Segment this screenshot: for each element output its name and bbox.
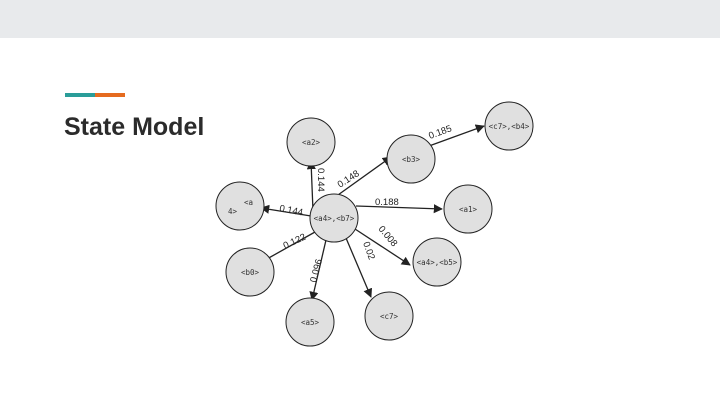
top-bar <box>0 0 720 38</box>
node-label-b0: <b0> <box>241 268 260 277</box>
edge-label-center-a5: 0.096 <box>308 258 325 284</box>
edge-b3-c7b4 <box>428 124 485 147</box>
edge-center-a2 <box>306 160 316 212</box>
node-a4: <a 4> <box>215 181 265 231</box>
edge-center-c7 <box>345 237 372 298</box>
edge-label-center-a2: 0.144 <box>315 168 326 192</box>
nodes: <a4>,<b7> <a2> <b3> <c7>,<b4> <a 4> <a1>… <box>215 101 534 347</box>
edge-center-a4 <box>260 204 312 217</box>
node-b0: <b0> <box>225 247 275 297</box>
node-c7: <c7> <box>364 291 414 341</box>
node-label-a4-line2: 4> <box>228 207 238 216</box>
edge-center-a5 <box>309 239 327 301</box>
edge-label-center-b0: 0.122 <box>282 232 308 252</box>
edge-label-center-a1: 0.188 <box>375 197 399 208</box>
slide-title: State Model <box>64 113 205 141</box>
node-label-a1: <a1> <box>459 205 478 214</box>
node-label-a4-line1: <a <box>244 198 253 207</box>
node-a1: <a1> <box>443 184 493 234</box>
edge-label-center-a4: 0.144 <box>278 203 303 218</box>
node-label-c7b4: <c7>,<b4> <box>489 122 530 131</box>
edge-label-center-c7: 0.02 <box>360 240 377 261</box>
node-label-a2: <a2> <box>302 138 321 147</box>
node-a4b5: <a4>,<b5> <box>412 237 462 287</box>
node-label-b3: <b3> <box>402 155 421 164</box>
node-a5: <a5> <box>285 297 335 347</box>
node-label-center: <a4>,<b7> <box>314 214 355 223</box>
node-label-a4b5: <a4>,<b5> <box>417 258 458 267</box>
edge-center-a4b5 <box>354 228 411 266</box>
node-b3: <b3> <box>386 134 436 184</box>
title-accent-teal <box>65 93 95 97</box>
node-center: <a4>,<b7> <box>309 193 359 243</box>
edge-center-a1 <box>355 204 443 214</box>
node-label-a5: <a5> <box>301 318 320 327</box>
node-a2: <a2> <box>286 117 336 167</box>
node-label-c7: <c7> <box>380 312 399 321</box>
title-accent-orange <box>95 93 125 97</box>
node-c7b4: <c7>,<b4> <box>484 101 534 151</box>
